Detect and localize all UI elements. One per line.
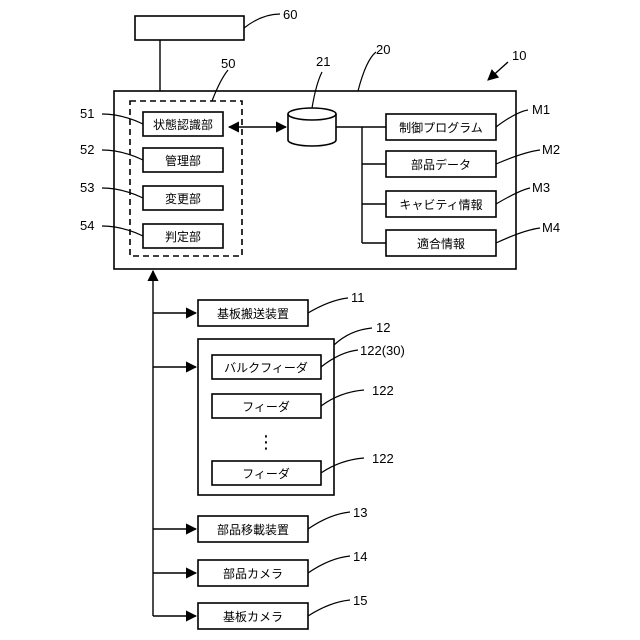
ref-52: 52: [80, 142, 94, 157]
ref-m1: M1: [532, 102, 550, 117]
label-judgment: 判定部: [165, 229, 201, 244]
label-cavity-info: キャビティ情報: [399, 198, 482, 212]
lead-20: [358, 52, 376, 91]
storage-cylinder-top: [288, 108, 336, 120]
label-control-program: 制御プログラム: [399, 120, 483, 135]
ref-122-c: 122: [372, 451, 394, 466]
label-bulk-feeder: バルクフィーダ: [224, 360, 308, 375]
label-board-conveyor: 基板搬送装置: [217, 306, 289, 321]
ref-51: 51: [80, 106, 94, 121]
label-state-recognition: 状態認識部: [153, 117, 213, 132]
ref-11: 11: [351, 290, 365, 305]
ref-m3: M3: [532, 180, 550, 195]
ref-10: 10: [512, 48, 526, 63]
lead-11: [308, 298, 348, 313]
ref-m2: M2: [542, 142, 560, 157]
ref-50: 50: [221, 56, 235, 71]
ref-122-30: 122(30): [360, 343, 405, 358]
label-component-data: 部品データ: [411, 157, 471, 172]
ref-122-b: 122: [372, 383, 394, 398]
label-feeder-2: フィーダ: [242, 466, 290, 481]
label-feeder-1: フィーダ: [242, 399, 290, 414]
label-component-transfer: 部品移載装置: [217, 522, 289, 537]
ref-15: 15: [353, 593, 367, 608]
ref-12: 12: [376, 320, 390, 335]
label-change: 変更部: [165, 191, 201, 206]
ref-54: 54: [80, 218, 94, 233]
label-component-camera: 部品カメラ: [223, 566, 283, 581]
ref-21: 21: [316, 54, 330, 69]
ref-13: 13: [353, 505, 367, 520]
lead-15: [308, 600, 350, 616]
lead-13: [308, 512, 350, 529]
arrow-10: [488, 62, 508, 80]
ref-m4: M4: [542, 220, 560, 235]
label-fit-info: 適合情報: [417, 236, 465, 251]
label-management: 管理部: [165, 153, 201, 168]
label-board-camera: 基板カメラ: [223, 610, 283, 624]
lead-60: [244, 14, 280, 28]
ref-20: 20: [376, 42, 390, 57]
feeder-ellipsis: ⋮: [257, 432, 275, 453]
ref-53: 53: [80, 180, 94, 195]
ref-60: 60: [283, 7, 297, 22]
lead-14: [308, 556, 350, 573]
box-60: [135, 16, 244, 40]
ref-14: 14: [353, 549, 367, 564]
